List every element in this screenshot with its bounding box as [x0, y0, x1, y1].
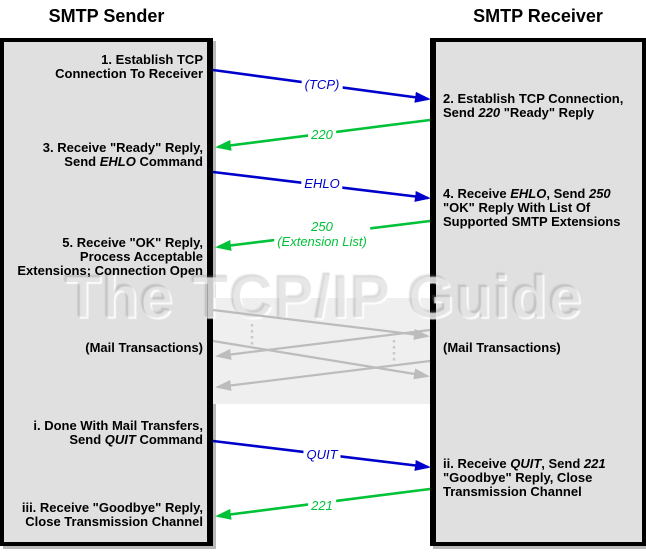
- sender-mail-transactions: (Mail Transactions): [85, 340, 203, 355]
- tcp-label: (TCP): [301, 77, 343, 92]
- sender-step-i: i. Done With Mail Transfers, Send QUIT C…: [33, 418, 203, 447]
- mail-transactions-band: [213, 298, 430, 404]
- watermark-text: The TCP/IP Guide: [63, 263, 583, 330]
- ehlo-label: EHLO: [301, 176, 343, 191]
- sender-lifeline-box: [0, 38, 213, 546]
- mail-txn-arrow-left-2: [215, 359, 431, 391]
- receiver-step-ii: ii. Receive QUIT, Send 221 "Goodbye" Rep…: [443, 456, 606, 499]
- reply-250-label-line1: 250: [311, 219, 333, 234]
- quit-label: QUIT: [303, 447, 341, 462]
- reply-221-label: 221: [308, 498, 336, 513]
- sender-step-iii: iii. Receive "Goodbye" Reply, Close Tran…: [21, 500, 203, 529]
- reply-220-label: 220: [308, 127, 336, 142]
- reply-250-label-line2: (Extension List): [277, 234, 367, 249]
- receiver-lifeline-box: [430, 38, 646, 546]
- receiver-step-2: 2. Establish TCP Connection, Send 220 "R…: [443, 91, 624, 120]
- mail-txn-arrow-left-1: [215, 328, 431, 360]
- sender-step-1: 1. Establish TCP Connection To Receiver: [55, 52, 203, 81]
- sender-step-5: 5. Receive "OK" Reply, Process Acceptabl…: [17, 235, 203, 278]
- receiver-title: SMTP Receiver: [473, 6, 603, 26]
- receiver-step-4: 4. Receive EHLO, Send 250 "OK" Reply Wit…: [443, 186, 621, 229]
- mail-txn-arrow-right-2: [212, 339, 430, 380]
- sender-title: SMTP Sender: [48, 6, 165, 26]
- reply-250-label: 250 (Extension List): [274, 219, 370, 249]
- mail-txn-arrow-right-1: [212, 308, 430, 340]
- sender-step-3: 3. Receive "Ready" Reply, Send EHLO Comm…: [42, 140, 203, 169]
- receiver-mail-transactions: (Mail Transactions): [443, 340, 561, 355]
